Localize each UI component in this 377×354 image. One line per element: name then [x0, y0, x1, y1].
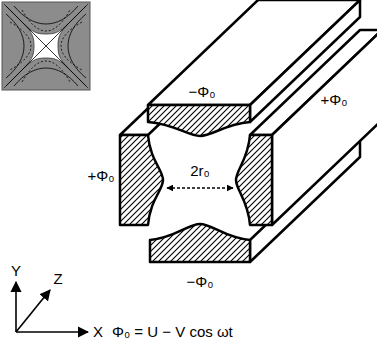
dimension-arrow: [167, 187, 233, 188]
potential-label: −Φ₀: [187, 274, 214, 291]
axis-label: X: [93, 324, 103, 341]
axes: [16, 282, 88, 332]
axis-label: Z: [53, 271, 62, 288]
potential-label: +Φ₀: [321, 92, 348, 109]
potential-label: +Φ₀: [88, 168, 115, 185]
axis-label: Y: [11, 263, 21, 280]
potential-label: −Φ₀: [189, 84, 216, 101]
voltage-formula: Φ₀ = U − V cos ωt: [112, 324, 233, 341]
field-inset: [2, 2, 90, 90]
dimension-label: 2r₀: [190, 163, 210, 180]
rod-fronts: [120, 105, 272, 262]
rod-sides: [120, 0, 377, 262]
